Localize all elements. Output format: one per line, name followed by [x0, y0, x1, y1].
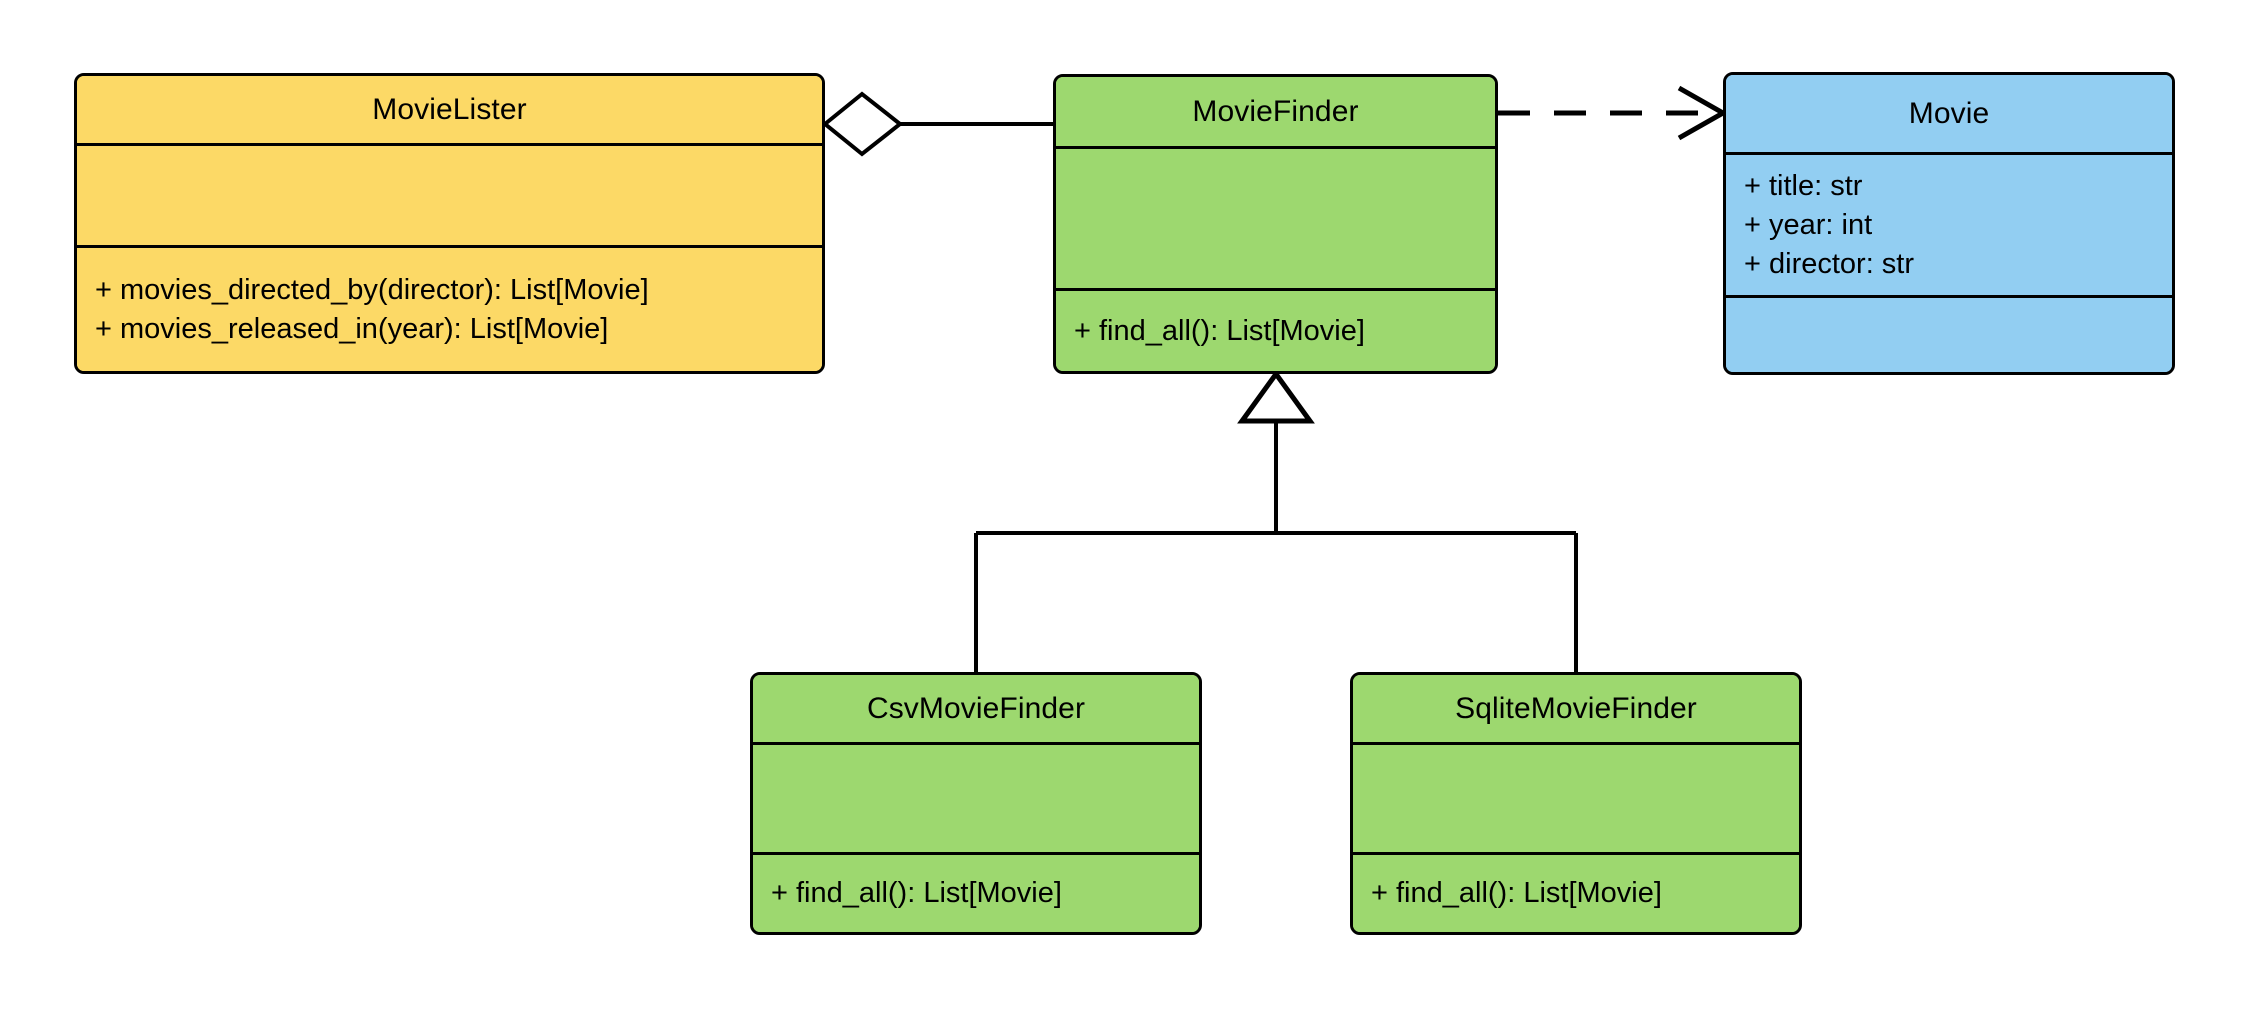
- edge-aggregation-lister-finder: [821, 91, 1053, 157]
- operation-item: + find_all(): List[Movie]: [1371, 877, 1662, 909]
- class-box-movie-finder[interactable]: MovieFinder + find_all(): List[Movie]: [1053, 74, 1498, 374]
- class-operations-compartment: + find_all(): List[Movie]: [753, 855, 1199, 932]
- class-box-movie-lister[interactable]: MovieLister + movies_directed_by(directo…: [74, 73, 825, 374]
- attribute-item: + year: int: [1744, 208, 1873, 241]
- class-operations-compartment: + movies_directed_by(director): List[Mov…: [77, 248, 822, 371]
- class-attributes-compartment: [753, 745, 1199, 855]
- operation-item: + movies_released_in(year): List[Movie]: [95, 312, 609, 345]
- class-attributes-compartment: [77, 146, 822, 248]
- hollow-diamond-icon: [821, 91, 904, 157]
- class-box-sqlite-movie-finder[interactable]: SqliteMovieFinder + find_all(): List[Mov…: [1350, 672, 1802, 935]
- class-name-label: MovieFinder: [1192, 94, 1359, 128]
- class-box-csv-movie-finder[interactable]: CsvMovieFinder + find_all(): List[Movie]: [750, 672, 1202, 935]
- edge-dependency-finder-movie: [1498, 85, 1729, 141]
- class-operations-compartment: [1726, 298, 2172, 372]
- edge-generalization-subclasses-finder: [974, 369, 1578, 672]
- class-name-compartment: CsvMovieFinder: [753, 675, 1199, 745]
- class-attributes-compartment: + title: str + year: int + director: str: [1726, 155, 2172, 298]
- hollow-triangle-icon: [1237, 369, 1315, 424]
- class-operations-compartment: + find_all(): List[Movie]: [1353, 855, 1799, 932]
- class-name-compartment: MovieLister: [77, 76, 822, 146]
- class-name-label: Movie: [1908, 96, 1990, 130]
- class-name-label: SqliteMovieFinder: [1455, 691, 1697, 725]
- class-name-label: MovieLister: [372, 92, 527, 126]
- class-operations-compartment: + find_all(): List[Movie]: [1056, 291, 1495, 371]
- class-name-label: CsvMovieFinder: [866, 691, 1086, 725]
- operation-item: + movies_directed_by(director): List[Mov…: [95, 273, 649, 306]
- class-name-compartment: MovieFinder: [1056, 77, 1495, 149]
- operation-item: + find_all(): List[Movie]: [1074, 314, 1365, 347]
- class-box-movie[interactable]: Movie + title: str + year: int + directo…: [1723, 72, 2175, 375]
- class-name-compartment: SqliteMovieFinder: [1353, 675, 1799, 745]
- class-name-compartment: Movie: [1726, 75, 2172, 155]
- open-arrowhead-icon: [1677, 85, 1729, 141]
- operation-item: + find_all(): List[Movie]: [771, 877, 1062, 909]
- attribute-item: + title: str: [1744, 169, 1863, 202]
- class-attributes-compartment: [1353, 745, 1799, 855]
- attribute-item: + director: str: [1744, 247, 1915, 280]
- class-attributes-compartment: [1056, 149, 1495, 291]
